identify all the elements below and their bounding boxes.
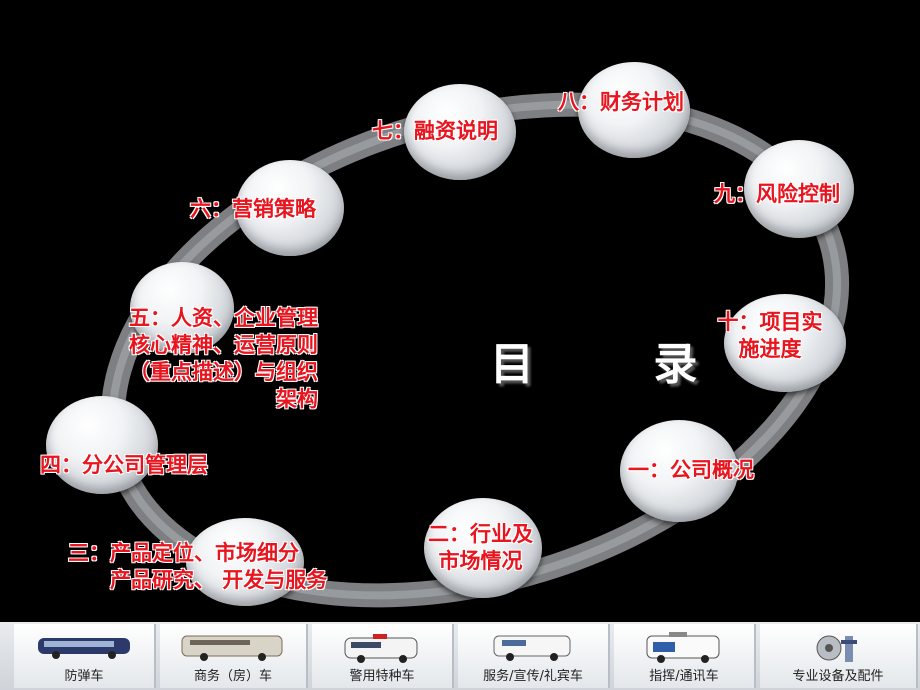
node-1: [620, 420, 738, 522]
nav-tile-equipment[interactable]: 专业设备及配件: [760, 624, 918, 688]
nav-tile-label: 指挥/通讯车: [649, 669, 719, 684]
menu-item-10-line-2: 施进度: [738, 337, 802, 361]
nav-tile-command[interactable]: 指挥/通讯车: [614, 624, 756, 688]
menu-item-8[interactable]: 八：财务计划: [558, 90, 684, 114]
menu-item-5-line-1: 五：人资、企业管理: [129, 306, 318, 330]
menu-item-5-line-3: （重点描述）与组织: [129, 360, 318, 384]
police-van-icon: [344, 634, 418, 663]
menu-item-6[interactable]: 六：营销策略: [190, 197, 316, 221]
menu-item-9[interactable]: 九：风险控制: [714, 182, 840, 206]
nav-tile-label: 商务（房）车: [193, 669, 272, 684]
nav-tile-police[interactable]: 警用特种车: [312, 624, 454, 688]
menu-item-7[interactable]: 七：融资说明: [372, 119, 498, 143]
menu-item-1[interactable]: 一：公司概况: [628, 458, 754, 482]
menu-item-2-line-1: 二：行业及: [428, 522, 533, 546]
menu-item-3-line-1: 三：产品定位、市场细分: [68, 541, 299, 565]
van-icon: [493, 635, 571, 661]
node-9: [744, 140, 854, 238]
node-7: [404, 84, 516, 180]
node-5: [130, 262, 234, 354]
page-title: 目 录: [490, 339, 750, 390]
command-van-icon: [646, 632, 720, 663]
nav-tile-label: 警用特种车: [349, 669, 415, 684]
menu-item-10-line-1: 十：项目实: [717, 310, 823, 334]
menu-item-5-line-4: 架构: [276, 387, 318, 411]
nav-tile-label: 专业设备及配件: [792, 669, 884, 684]
node-2: [424, 498, 542, 598]
menu-item-5[interactable]: 五：人资、企业管理 核心精神、运营原则 （重点描述）与组织 架构: [84, 305, 318, 413]
menu-item-2-line-2: 市场情况: [438, 549, 523, 573]
node-3: [186, 518, 304, 606]
nav-tile-service[interactable]: 服务/宣传/礼宾车: [458, 624, 610, 688]
node-6: [236, 160, 344, 256]
bus-icon: [38, 638, 130, 659]
menu-item-2[interactable]: 二：行业及 市场情况: [428, 521, 533, 575]
nav-tile-bulletproof[interactable]: 防弹车: [14, 624, 156, 688]
nav-tile-label: 防弹车: [64, 669, 104, 684]
node-10: [724, 294, 846, 392]
equipment-icon: [816, 635, 857, 662]
menu-item-5-line-2: 核心精神、运营原则: [129, 333, 318, 357]
slide: 目 录 一：公司概况 二：行业及 市场情况 三：产品定位、市场细分 产品研究、 …: [40, 62, 854, 608]
menu-item-4[interactable]: 四：分公司管理层: [40, 453, 208, 477]
menu-item-3-line-2: 产品研究、 开发与服务: [110, 568, 328, 592]
nav-tile-business-rv[interactable]: 商务（房）车: [160, 624, 308, 688]
menu-item-10[interactable]: 十：项目实 施进度: [708, 309, 832, 363]
menu-item-3[interactable]: 三：产品定位、市场细分 产品研究、 开发与服务: [68, 540, 327, 594]
node-4: [46, 396, 158, 494]
bottom-nav-bar: 防弹车 商务（房）车 警用特种车 服务/宣传/礼宾车: [0, 622, 920, 690]
nav-tile-label: 服务/宣传/礼宾车: [483, 669, 583, 684]
node-8: [578, 62, 690, 158]
rv-icon: [181, 635, 283, 661]
